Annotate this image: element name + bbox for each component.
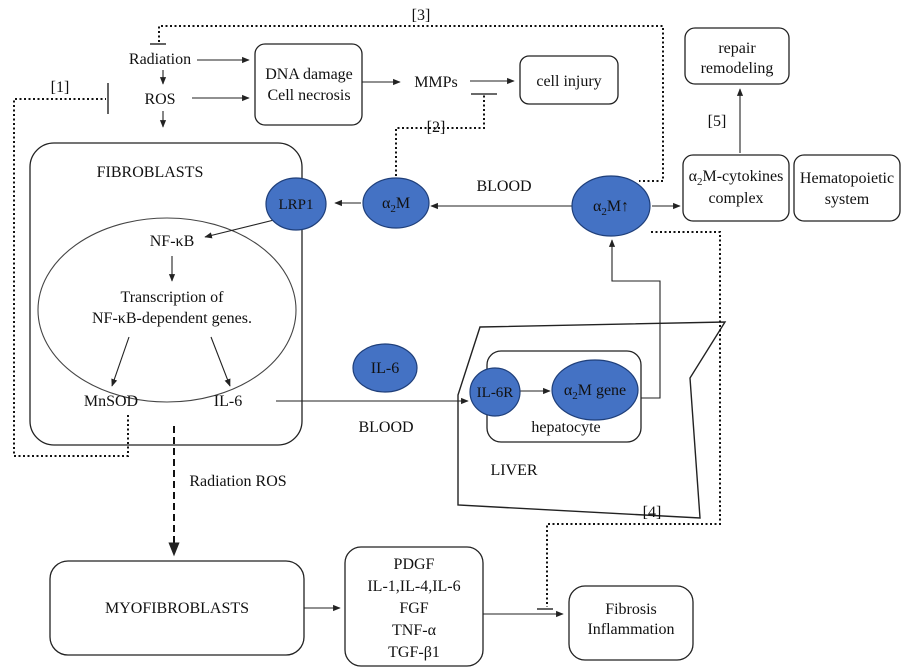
repair-box — [684, 27, 790, 85]
repair-line2: remodeling — [701, 60, 774, 77]
il6r-node — [469, 367, 521, 417]
ref-1: [1] — [51, 79, 70, 96]
ref-4: [4] — [643, 504, 662, 521]
transcription-line2: NF-κB-dependent genes. — [92, 310, 252, 327]
il6r-label: IL-6R — [477, 385, 514, 401]
cytokines-complex-box — [682, 154, 790, 222]
hematopoietic-box — [793, 154, 901, 222]
a2m-node — [362, 177, 430, 229]
transcription-line1: Transcription of — [121, 289, 225, 306]
gf-line3: FGF — [399, 600, 428, 617]
mmps-label: MMPs — [414, 74, 458, 91]
radiation-label: Radiation — [129, 51, 191, 68]
ref-5: [5] — [708, 113, 727, 130]
nucleus-ellipse — [37, 217, 297, 403]
hematopoietic-line1: Hematopoietic — [800, 170, 894, 187]
mnsod-label: MnSOD — [84, 393, 138, 410]
gf-line5: TGF-β1 — [388, 644, 440, 661]
cell-injury-box — [519, 55, 619, 105]
radiation-ros-label: Radiation ROS — [189, 473, 286, 490]
dna-damage-line1: DNA damage — [265, 66, 353, 83]
fibrosis-box — [568, 585, 694, 661]
growth-factors-box — [344, 546, 484, 667]
repair-line1: repair — [718, 40, 756, 57]
myofibroblasts-label: MYOFIBROBLASTS — [105, 600, 249, 617]
nfkb-label: NF-κB — [150, 233, 195, 250]
hematopoietic-line2: system — [825, 191, 870, 208]
ros-label: ROS — [144, 91, 175, 108]
liver-outline — [457, 321, 727, 519]
a2m-up-node — [571, 175, 651, 237]
fibrosis-line2: Inflammation — [587, 621, 674, 638]
cytokines-line2: complex — [708, 190, 763, 207]
il6-fib-label: IL-6 — [214, 393, 242, 410]
hepatocyte-label: hepatocyte — [531, 419, 600, 436]
fibrosis-line1: Fibrosis — [605, 601, 657, 618]
il6-node-label: IL-6 — [371, 360, 399, 377]
lrp1-node — [265, 177, 327, 231]
blood-top-label: BLOOD — [476, 178, 531, 195]
a2m-gene-label: α2M gene — [564, 382, 626, 402]
dna-damage-line2: Cell necrosis — [267, 87, 350, 104]
lrp1-label: LRP1 — [278, 197, 313, 213]
blood-bottom-label: BLOOD — [358, 419, 413, 436]
ref-2: [2] — [427, 119, 446, 136]
cell-injury-label: cell injury — [536, 73, 601, 90]
a2m-label: α2M — [382, 195, 410, 215]
gf-line1: PDGF — [394, 556, 435, 573]
dna-damage-box — [254, 43, 363, 126]
fibroblasts-label: FIBROBLASTS — [97, 164, 204, 181]
cytokines-line1: α2M-cytokines — [689, 168, 784, 188]
liver-label: LIVER — [490, 462, 537, 479]
gf-line4: TNF-α — [392, 622, 437, 639]
ref-3: [3] — [412, 7, 431, 24]
gf-line2: IL-1,IL-4,IL-6 — [367, 578, 460, 595]
il6-node — [352, 343, 418, 393]
a2m-up-label: α2M↑ — [593, 198, 629, 218]
a2m-gene-node — [551, 359, 639, 421]
fibroblasts-box — [29, 142, 303, 446]
